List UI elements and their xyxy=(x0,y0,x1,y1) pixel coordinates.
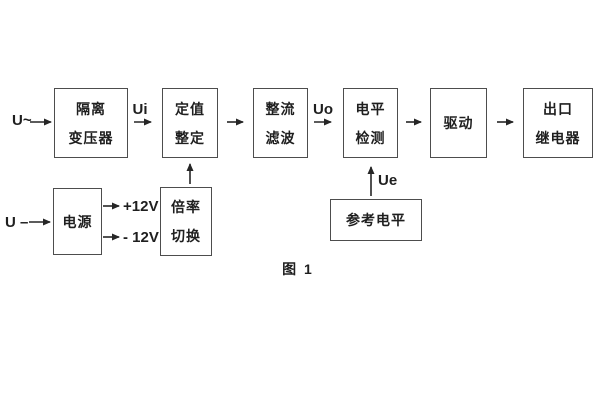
signal-label-minus-12v: - 12V xyxy=(123,229,159,246)
block-label: 参考电平 xyxy=(346,212,406,228)
block-label: 出口 xyxy=(543,100,573,117)
signal-label-input-dc: U – xyxy=(5,214,29,231)
block-label: 整定 xyxy=(175,129,205,146)
block-setting: 定值 整定 xyxy=(162,88,218,158)
block-label: 倍率 xyxy=(171,199,201,215)
block-label: 隔离 xyxy=(76,100,106,117)
block-label: 电平 xyxy=(355,100,386,117)
block-label: 整流 xyxy=(265,100,296,117)
block-isolation-transformer: 隔离 变压器 xyxy=(54,88,128,158)
block-label: 检测 xyxy=(355,129,386,146)
signal-label-input-ac: U~ xyxy=(12,112,32,129)
block-label: 切换 xyxy=(171,228,201,244)
block-rectifier-filter: 整流 滤波 xyxy=(253,88,308,158)
block-reference-level: 参考电平 xyxy=(330,199,422,241)
block-power-supply: 电源 xyxy=(53,188,102,255)
block-label: 电源 xyxy=(62,213,93,230)
block-level-detection: 电平 检测 xyxy=(343,88,398,158)
signal-label-ue: Ue xyxy=(378,172,398,189)
block-driver: 驱动 xyxy=(430,88,487,158)
block-label: 变压器 xyxy=(68,129,114,146)
block-ratio-switch: 倍率 切换 xyxy=(160,187,212,256)
block-label: 继电器 xyxy=(535,129,581,146)
block-label: 驱动 xyxy=(443,115,474,131)
block-label: 定值 xyxy=(175,100,205,117)
block-output-relay: 出口 继电器 xyxy=(523,88,593,158)
signal-label-ui: Ui xyxy=(132,101,148,118)
signal-label-plus-12v: +12V xyxy=(123,198,159,215)
signal-label-uo: Uo xyxy=(313,101,333,118)
figure-caption: 图 1 xyxy=(282,261,314,277)
block-label: 滤波 xyxy=(265,129,296,146)
